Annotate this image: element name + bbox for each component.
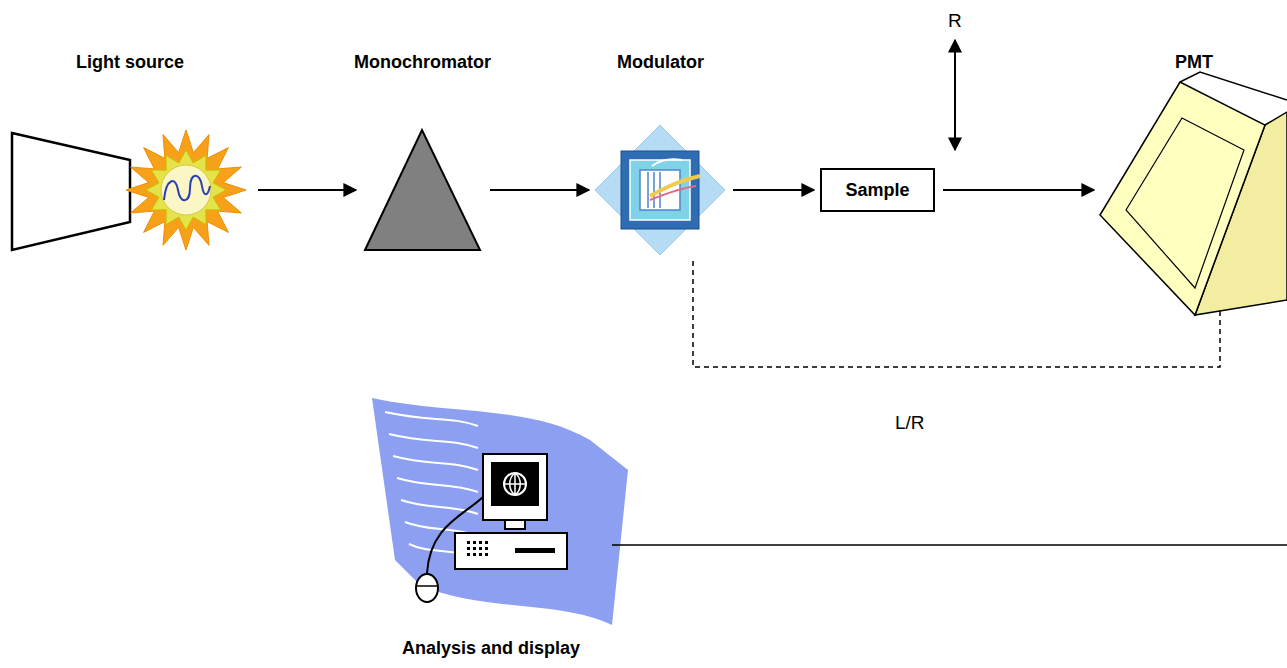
lamp-housing	[12, 133, 130, 250]
light-source: Light source	[10, 85, 250, 295]
drive-slot	[515, 548, 555, 553]
case-vent	[485, 541, 488, 544]
lamp-filament	[164, 176, 210, 201]
case-vent	[473, 541, 476, 544]
case-vent	[479, 553, 482, 556]
swoosh-line	[389, 434, 478, 448]
pmt-window	[1126, 118, 1244, 288]
mouse	[416, 574, 438, 602]
case-vent	[485, 553, 488, 556]
sample-box: Sample	[820, 168, 935, 212]
globe-lines	[504, 473, 526, 495]
node-label: PMT	[1175, 52, 1213, 73]
computer: Analysis and display	[355, 452, 627, 635]
modulator-frame	[621, 151, 699, 229]
monochromator: Monochromator	[362, 128, 482, 252]
data-line	[612, 544, 1287, 546]
pmt-face	[1100, 82, 1265, 315]
arrow-connector	[733, 189, 814, 191]
case-vent	[473, 553, 476, 556]
case-vent	[473, 547, 476, 550]
case-vent	[479, 541, 482, 544]
node-text: Sample	[845, 180, 909, 201]
swoosh-line	[393, 456, 478, 470]
monitor-stand	[505, 520, 525, 529]
arrow-connector	[258, 189, 356, 191]
case-vent	[467, 547, 470, 550]
dashed-connector	[693, 261, 1220, 367]
lamp-bulb	[161, 165, 211, 215]
node-label: Monochromator	[354, 52, 491, 73]
modulator: Modulator	[595, 125, 725, 255]
swoosh-line	[397, 478, 478, 492]
pmt-detector: PMT	[1100, 80, 1287, 302]
arrow-connector	[490, 189, 589, 191]
edge-label: L/R	[892, 412, 928, 434]
reflection-label: R	[945, 10, 965, 32]
lamp-rays	[126, 130, 246, 250]
prism	[365, 130, 480, 250]
mouse-button	[416, 585, 438, 587]
modulator-beam	[650, 186, 696, 200]
case-vent	[479, 547, 482, 550]
monitor	[483, 454, 547, 520]
lamp-glow	[146, 150, 226, 230]
swoosh-line	[385, 412, 478, 426]
globe	[504, 473, 526, 495]
pmt-top	[1180, 72, 1287, 100]
arrow-connector	[943, 189, 1094, 191]
case-vent	[485, 547, 488, 550]
case-vent	[467, 553, 470, 556]
computer-case	[455, 533, 567, 569]
modulator-beam	[652, 159, 682, 166]
case-vent	[467, 541, 470, 544]
modulator-diamond	[595, 125, 725, 255]
reflection-arrow	[954, 40, 956, 150]
node-label: Analysis and display	[402, 638, 580, 659]
computer-swoosh	[372, 398, 628, 625]
monitor-screen	[491, 462, 539, 506]
swoosh-line	[401, 500, 478, 514]
node-label: Modulator	[617, 52, 704, 73]
node-label: Light source	[76, 52, 184, 73]
